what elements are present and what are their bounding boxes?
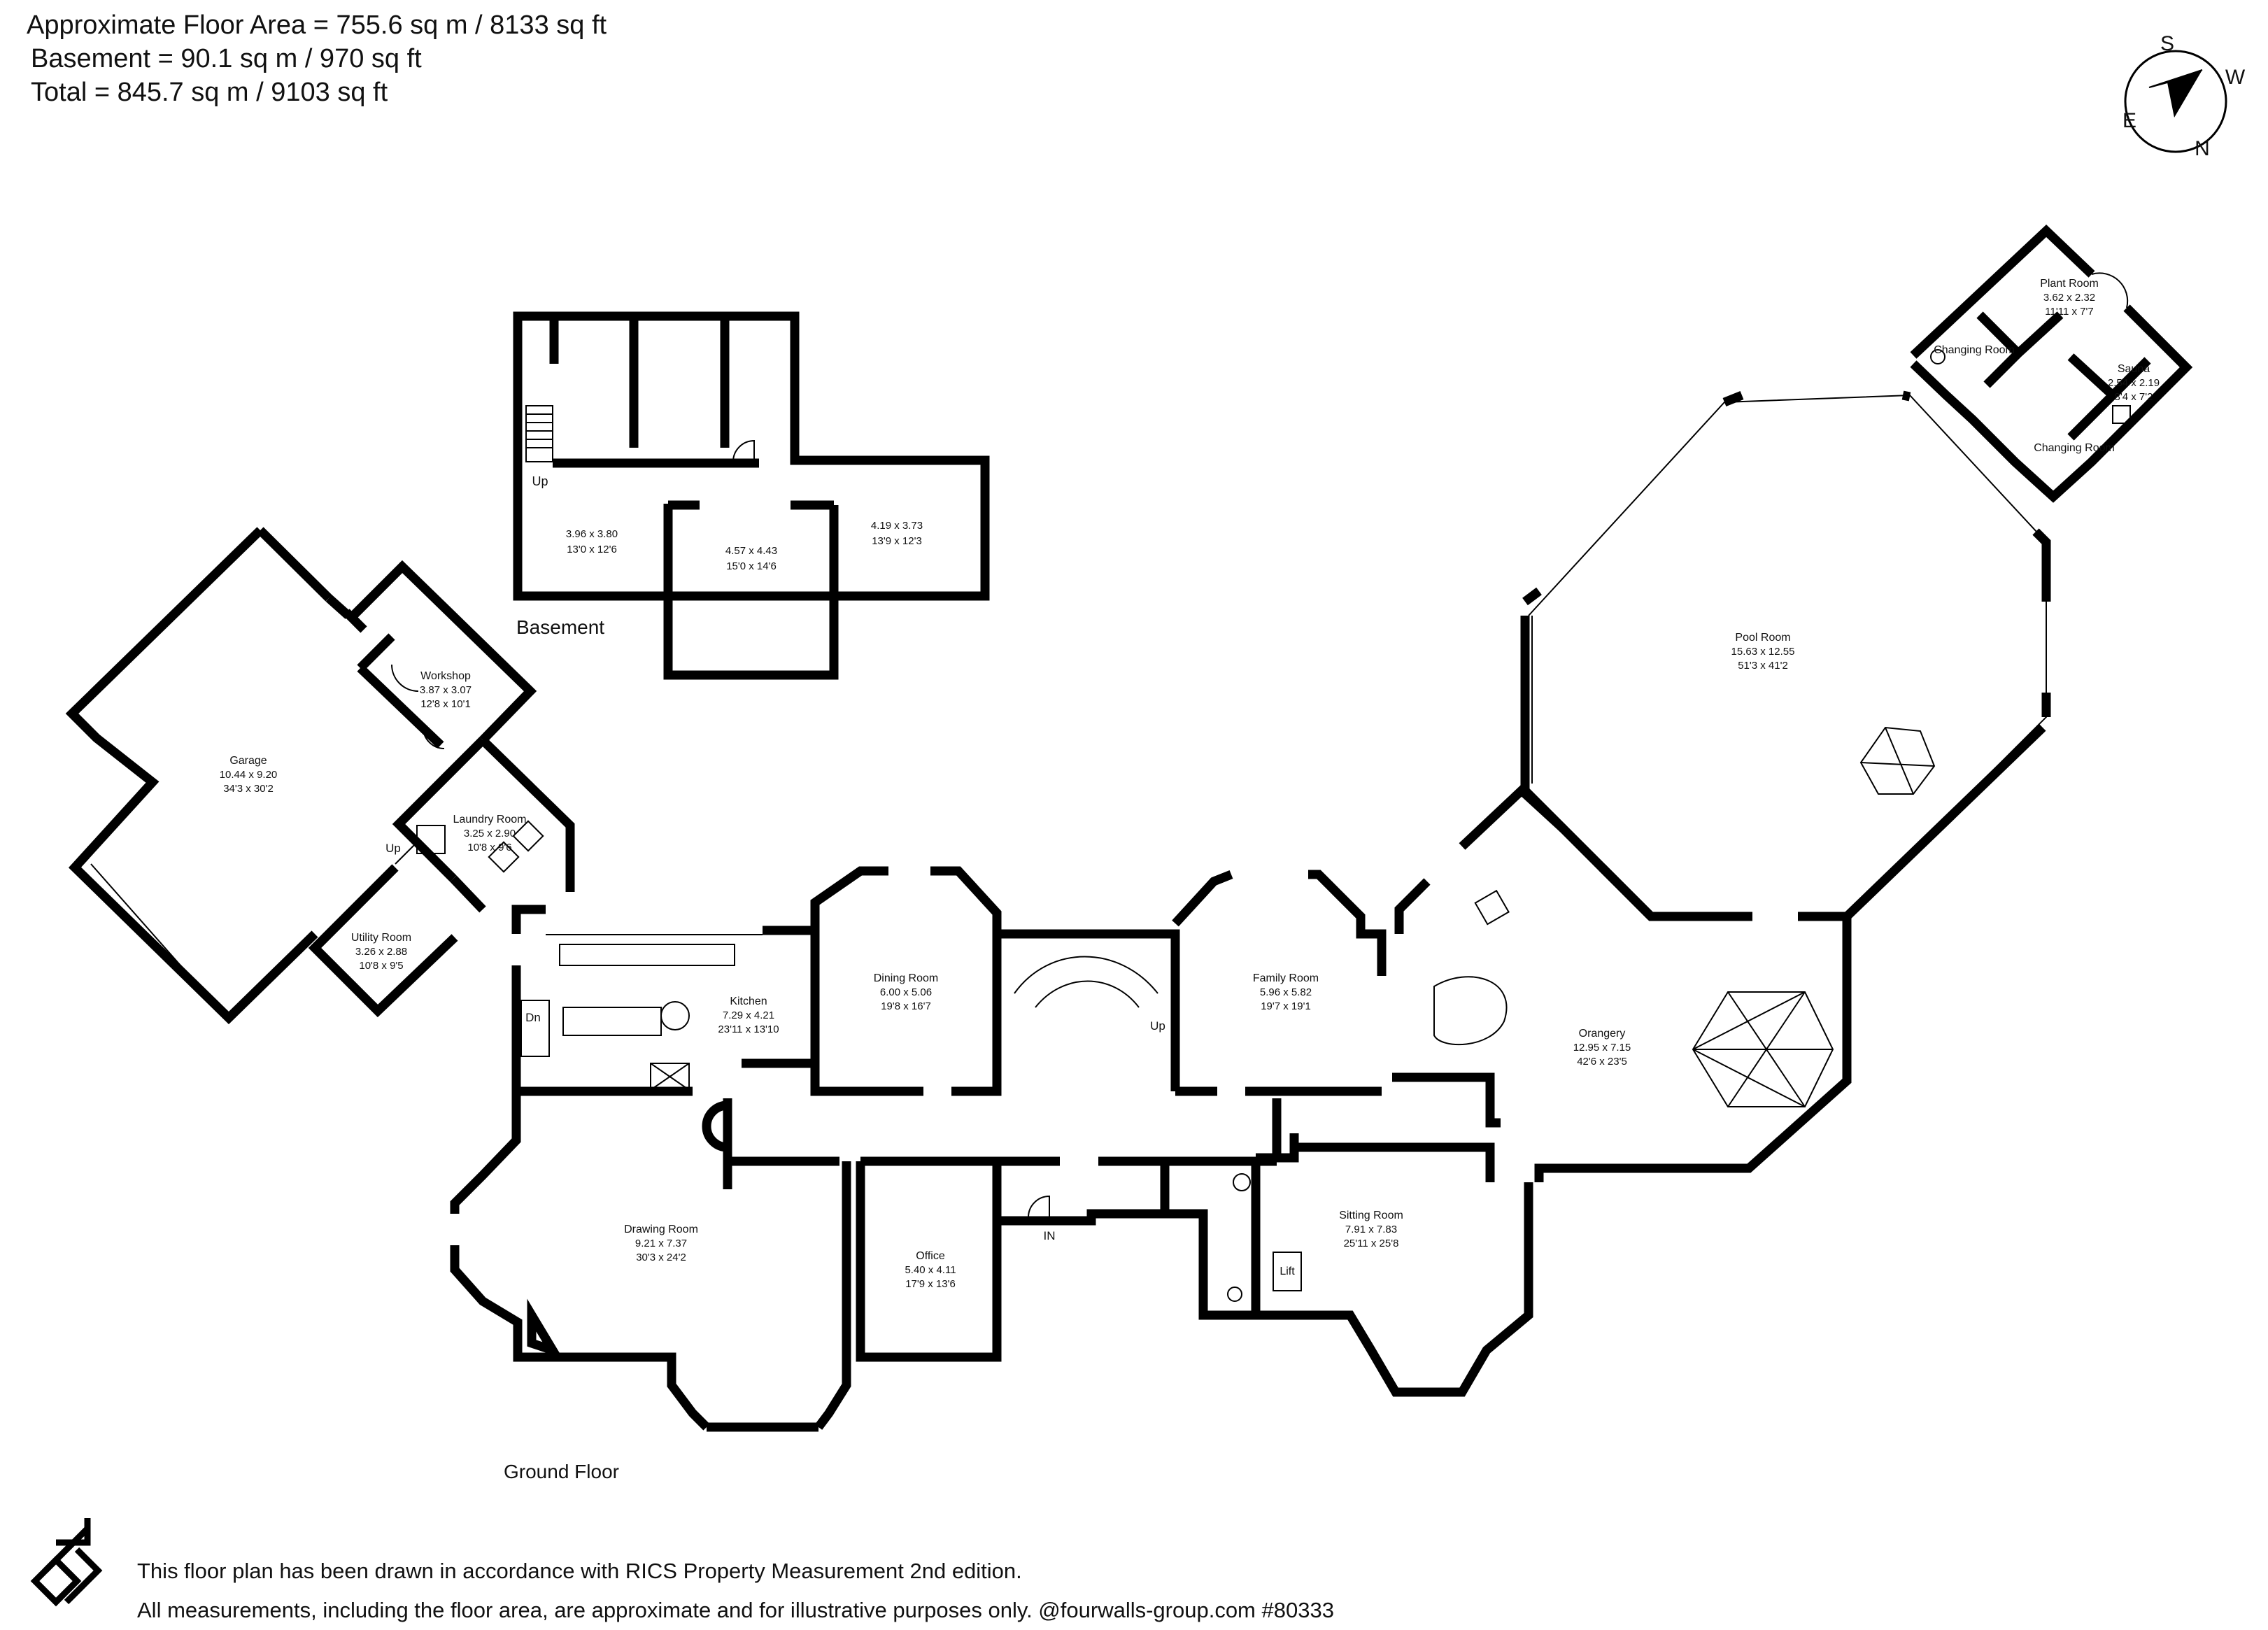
orangery-metric: 12.95 x 7.15 bbox=[1573, 1042, 1631, 1054]
basement-east-imperial: 13'9 x 12'3 bbox=[872, 535, 922, 547]
sitting-name: Sitting Room bbox=[1339, 1210, 1403, 1221]
office-imperial: 17'9 x 13'6 bbox=[905, 1278, 956, 1290]
workshop-imperial: 12'8 x 10'1 bbox=[420, 698, 471, 710]
total-area-text: Total = 845.7 sq m / 9103 sq ft bbox=[31, 78, 388, 107]
basement-east-metric: 4.19 x 3.73 bbox=[871, 520, 923, 532]
pool-imperial: 51'3 x 41'2 bbox=[1738, 660, 1788, 672]
basement-centre-imperial: 15'0 x 14'6 bbox=[726, 560, 777, 572]
basement-level-label: Basement bbox=[516, 616, 604, 638]
dining-metric: 6.00 x 5.06 bbox=[880, 986, 932, 998]
plant-imperial: 11'11 x 7'7 bbox=[2045, 306, 2093, 318]
basement-plan: Up 3.96 x 3.80 13'0 x 12'6 4.57 x 4.43 1… bbox=[513, 311, 990, 680]
sitting-imperial: 25'11 x 25'8 bbox=[1344, 1238, 1399, 1249]
kitchen-name: Kitchen bbox=[730, 995, 767, 1007]
workshop-metric: 3.87 x 3.07 bbox=[420, 684, 472, 696]
office-metric: 5.40 x 4.11 bbox=[905, 1264, 956, 1276]
kitchen-imperial: 23'11 x 13'10 bbox=[718, 1023, 779, 1035]
office-name: Office bbox=[916, 1250, 945, 1262]
hall-up-marker: Up bbox=[1150, 1019, 1165, 1033]
basement-centre-metric: 4.57 x 4.43 bbox=[725, 545, 777, 557]
plant-metric: 3.62 x 2.32 bbox=[2043, 292, 2095, 304]
plant-name: Plant Room bbox=[2040, 278, 2099, 290]
drawing-name: Drawing Room bbox=[624, 1224, 698, 1235]
compass-e: E bbox=[2122, 109, 2136, 132]
basement-west-metric: 3.96 x 3.80 bbox=[566, 528, 618, 540]
sauna-metric: 2.54 x 2.19 bbox=[2108, 377, 2160, 389]
drawing-imperial: 30'3 x 24'2 bbox=[636, 1252, 686, 1263]
changing-room-2-label: Changing Room bbox=[2034, 442, 2115, 454]
floor-area-text: Approximate Floor Area = 755.6 sq m / 81… bbox=[27, 10, 607, 40]
sauna-name: Sauna bbox=[2118, 363, 2150, 375]
footer-disclaimer: All measurements, including the floor ar… bbox=[137, 1598, 1334, 1622]
family-imperial: 19'7 x 19'1 bbox=[1261, 1000, 1311, 1012]
compass-s: S bbox=[2160, 32, 2174, 55]
utility-imperial: 10'8 x 9'5 bbox=[359, 960, 403, 972]
ground-floor-main: Dn Kitchen 7.29 x 4.21 23'11 x 13'10 Din… bbox=[450, 225, 2193, 1482]
footer-rics-note: This floor plan has been drawn in accord… bbox=[137, 1559, 1022, 1583]
garage-metric: 10.44 x 9.20 bbox=[220, 769, 278, 781]
orangery-name: Orangery bbox=[1579, 1028, 1626, 1040]
basement-up-marker: Up bbox=[532, 474, 548, 488]
pool-metric: 15.63 x 12.55 bbox=[1731, 646, 1795, 658]
compass-arrow-icon: S W E N bbox=[2122, 32, 2246, 160]
laundry-imperial: 10'8 x 9'6 bbox=[467, 842, 511, 853]
drawing-metric: 9.21 x 7.37 bbox=[635, 1238, 687, 1249]
kitchen-dn-marker: Dn bbox=[525, 1011, 541, 1024]
kitchen-metric: 7.29 x 4.21 bbox=[723, 1009, 774, 1021]
orangery-imperial: 42'6 x 23'5 bbox=[1577, 1056, 1627, 1068]
fourwalls-logo-icon bbox=[30, 1518, 103, 1607]
garage-name: Garage bbox=[229, 755, 267, 767]
sauna-imperial: 8'4 x 7'2 bbox=[2115, 391, 2153, 403]
ground-floor-level-label: Ground Floor bbox=[504, 1461, 619, 1482]
basement-area-text: Basement = 90.1 sq m / 970 sq ft bbox=[31, 44, 422, 73]
sitting-metric: 7.91 x 7.83 bbox=[1345, 1224, 1397, 1235]
garage-imperial: 34'3 x 30'2 bbox=[223, 783, 274, 795]
changing-room-1-label: Changing Room bbox=[1934, 344, 2015, 356]
family-name: Family Room bbox=[1253, 972, 1319, 984]
dining-imperial: 19'8 x 16'7 bbox=[881, 1000, 931, 1012]
basement-west-imperial: 13'0 x 12'6 bbox=[567, 544, 617, 555]
utility-up-marker: Up bbox=[385, 842, 401, 855]
laundry-metric: 3.25 x 2.90 bbox=[464, 828, 516, 839]
lift-label: Lift bbox=[1280, 1266, 1295, 1277]
dining-name: Dining Room bbox=[874, 972, 938, 984]
family-metric: 5.96 x 5.82 bbox=[1260, 986, 1312, 998]
compass-n: N bbox=[2195, 137, 2210, 160]
entrance-in-marker: IN bbox=[1044, 1229, 1056, 1242]
workshop-name: Workshop bbox=[420, 670, 471, 682]
laundry-name: Laundry Room bbox=[453, 814, 527, 825]
utility-name: Utility Room bbox=[351, 932, 411, 944]
garage-wing: Garage 10.44 x 9.20 34'3 x 30'2 Workshop… bbox=[65, 527, 575, 1025]
utility-metric: 3.26 x 2.88 bbox=[355, 946, 407, 958]
pool-name: Pool Room bbox=[1735, 632, 1790, 644]
compass-w: W bbox=[2225, 66, 2246, 89]
